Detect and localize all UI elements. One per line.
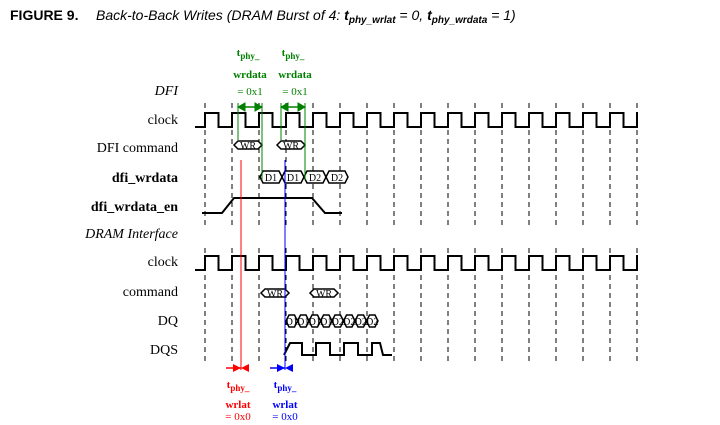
signal-dfi-command: DFI command bbox=[97, 141, 178, 156]
twrdata-annotation-2: tphy_ wrdata = 0x1 bbox=[278, 47, 312, 98]
dq-cell: D2 bbox=[342, 314, 356, 328]
section-dfi: DFI bbox=[154, 84, 180, 99]
svg-text:D1: D1 bbox=[297, 317, 309, 328]
signal-dram-command: command bbox=[123, 285, 178, 300]
twrlat-annotation-2: tphy_ wrlat = 0x0 bbox=[272, 379, 298, 423]
svg-text:tphy_: tphy_ bbox=[274, 379, 297, 393]
dfi-wrdata-en-waveform bbox=[202, 197, 342, 214]
twrlat-annotation-1: tphy_ wrlat = 0x0 bbox=[225, 379, 251, 423]
svg-text:= 0x1: = 0x1 bbox=[282, 86, 307, 98]
svg-text:D2: D2 bbox=[332, 317, 344, 328]
svg-text:wrdata: wrdata bbox=[278, 69, 312, 81]
dfi-command-wr-2: WR bbox=[275, 140, 307, 152]
svg-text:= 0x1: = 0x1 bbox=[237, 86, 262, 98]
dfi-wrdata-cell: D2 bbox=[303, 170, 327, 184]
twrdata-arrow-2 bbox=[279, 102, 307, 112]
signal-dqs: DQS bbox=[150, 343, 178, 358]
signal-dfi-wrdata-en: dfi_wrdata_en bbox=[91, 200, 178, 215]
svg-text:WR: WR bbox=[283, 141, 299, 152]
svg-text:wrlat: wrlat bbox=[272, 399, 297, 411]
signal-dq: DQ bbox=[158, 314, 178, 329]
twrdata-annotation-1: tphy_ wrdata = 0x1 bbox=[233, 47, 267, 98]
svg-text:WR: WR bbox=[240, 141, 256, 152]
dfi-command-wr-1: WR bbox=[232, 140, 264, 152]
svg-text:tphy_: tphy_ bbox=[237, 47, 260, 61]
signal-dfi-clock: clock bbox=[148, 113, 178, 128]
figure-label: FIGURE 9. bbox=[10, 7, 78, 23]
svg-text:tphy_: tphy_ bbox=[282, 47, 305, 61]
twrdata-arrow-1 bbox=[236, 102, 264, 112]
svg-text:D2: D2 bbox=[343, 317, 355, 328]
svg-text:D2: D2 bbox=[366, 317, 378, 328]
dfi-wrdata-bus: D1 D1 D2 D2 bbox=[259, 170, 349, 184]
svg-text:D2: D2 bbox=[331, 173, 343, 184]
svg-text:D2: D2 bbox=[309, 173, 321, 184]
svg-text:WR: WR bbox=[267, 289, 283, 300]
dfi-wrdata-cell: D1 bbox=[259, 170, 283, 184]
svg-text:wrlat: wrlat bbox=[225, 399, 250, 411]
dqs-waveform bbox=[283, 342, 392, 356]
svg-text:= 0x0: = 0x0 bbox=[225, 411, 251, 423]
dq-cell: D2 bbox=[365, 314, 379, 328]
dram-command-wr-1: WR bbox=[259, 288, 291, 300]
figure-title: Back-to-Back Writes (DRAM Burst of 4: tp… bbox=[96, 7, 516, 26]
dq-cell: D1 bbox=[296, 314, 310, 328]
twrlat-arrow-1 bbox=[226, 364, 249, 372]
dfi-wrdata-cell: D2 bbox=[325, 170, 349, 184]
svg-text:WR: WR bbox=[316, 289, 332, 300]
svg-text:wrdata: wrdata bbox=[233, 69, 267, 81]
svg-text:D1: D1 bbox=[287, 173, 299, 184]
dq-cell: D2 bbox=[354, 314, 368, 328]
dfi-clock-waveform bbox=[195, 112, 638, 128]
svg-text:D1: D1 bbox=[265, 173, 277, 184]
signal-dfi-wrdata: dfi_wrdata bbox=[112, 171, 178, 186]
dq-cell: D1 bbox=[308, 314, 322, 328]
svg-text:D1: D1 bbox=[309, 317, 321, 328]
svg-text:tphy_: tphy_ bbox=[227, 379, 250, 393]
dram-clock-waveform bbox=[195, 255, 638, 271]
svg-text:= 0x0: = 0x0 bbox=[272, 411, 298, 423]
dq-cell: D2 bbox=[331, 314, 345, 328]
svg-text:D1: D1 bbox=[320, 317, 332, 328]
dq-cell: D1 bbox=[319, 314, 333, 328]
section-dram: DRAM Interface bbox=[84, 227, 178, 242]
twrlat-arrow-2 bbox=[270, 364, 293, 372]
dq-cell: D1 bbox=[285, 314, 299, 328]
signal-dram-clock: clock bbox=[148, 255, 178, 270]
svg-text:D1: D1 bbox=[286, 317, 298, 328]
dram-command-wr-2: WR bbox=[308, 288, 340, 300]
svg-text:D2: D2 bbox=[355, 317, 367, 328]
